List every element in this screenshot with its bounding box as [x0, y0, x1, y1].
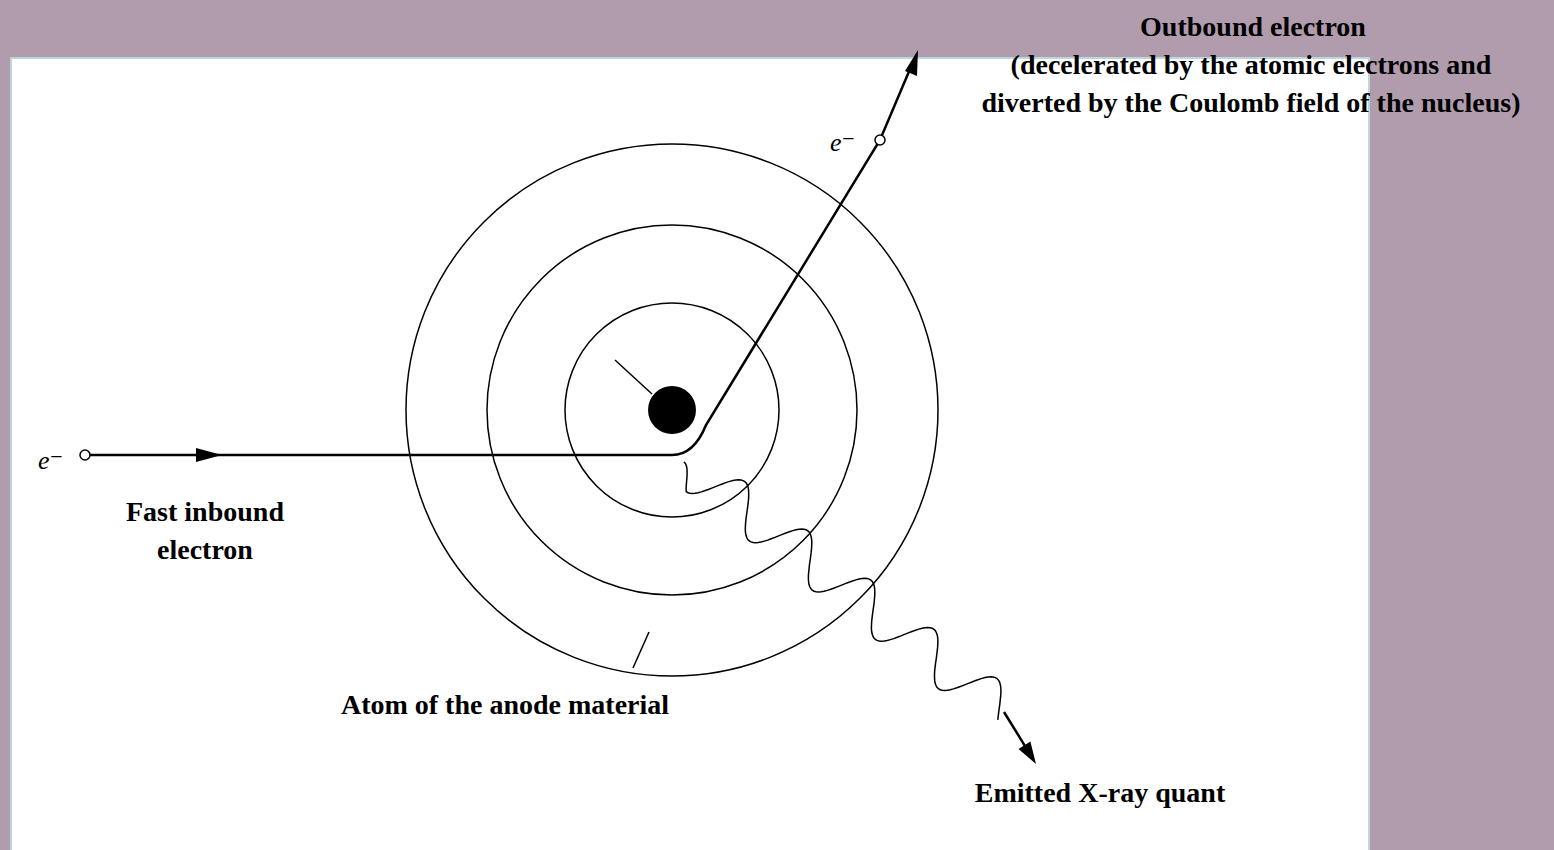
radius-line [615, 360, 652, 394]
electron-path [90, 62, 913, 455]
electron-symbol: e⁻ [830, 128, 874, 158]
electron-symbol: e⁻ [38, 446, 82, 476]
atom-shell [406, 144, 938, 676]
atom-shell [487, 225, 857, 595]
leader-line [633, 632, 649, 668]
nucleus [648, 386, 696, 434]
part-label: Emitted X-ray quant [900, 774, 1300, 812]
description-label: (decelerated by the atomic electrons and… [968, 46, 1534, 122]
electron-dot [80, 450, 90, 460]
electron-dot [875, 135, 885, 145]
heading-label: Outbound electron [1083, 8, 1423, 46]
photon-wave [684, 462, 1001, 720]
part-label: Fast inbound electron [95, 493, 315, 569]
arrowhead [905, 50, 918, 76]
part-label: Atom of the anode material [270, 686, 740, 724]
arrowhead [196, 448, 222, 462]
arrowhead [1019, 742, 1037, 764]
